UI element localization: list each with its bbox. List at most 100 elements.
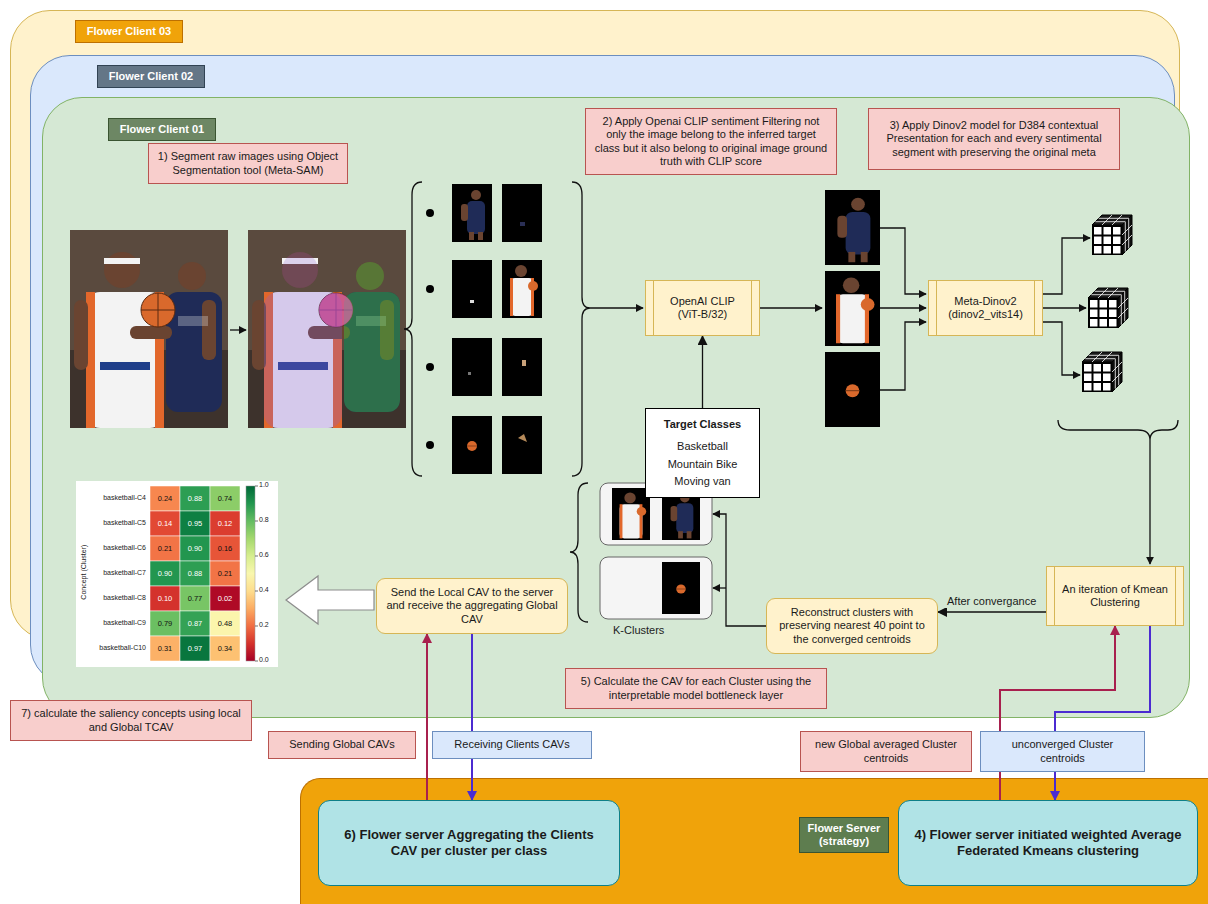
cell-value: 0.16 — [210, 544, 240, 553]
label-anchor: 0.4 — [259, 586, 269, 594]
flow-arrow — [880, 322, 926, 390]
cluster-group — [600, 483, 712, 545]
flow-arrow — [590, 308, 822, 309]
axis-title: Concept (Cluster) — [80, 537, 88, 607]
heatmap — [150, 611, 180, 636]
heatmap — [210, 536, 240, 561]
row-label: basketball-C10 — [84, 644, 146, 652]
label-anchor: 1.0 — [259, 481, 269, 489]
segmented-photo — [344, 292, 400, 412]
group-caption: K-Clusters — [613, 624, 664, 637]
panel-title: Flower Client 01 — [108, 118, 216, 141]
flow-arrow — [230, 330, 246, 331]
box-text: Moving van — [674, 475, 730, 488]
flow-arrow — [880, 228, 926, 294]
bracket — [572, 182, 590, 476]
connector — [702, 336, 703, 408]
label-anchor: basketball-C6 — [84, 544, 146, 552]
process-rule — [936, 281, 937, 335]
cell-value: 0.02 — [210, 594, 240, 603]
segment-thumbnails — [426, 285, 434, 293]
heatmap — [210, 611, 240, 636]
heatmap — [180, 611, 210, 636]
segment-thumbnails — [426, 441, 434, 449]
heatmap — [150, 561, 180, 586]
heatmap — [255, 556, 258, 557]
label-anchor: basketball-C7 — [84, 569, 146, 577]
heatmap — [150, 636, 180, 661]
label-anchor: basketball-C5 — [84, 519, 146, 527]
heatmap — [255, 591, 258, 592]
flow-arrow — [590, 307, 643, 308]
cluster-group — [676, 585, 686, 594]
box-text: An iteration of Kmean Clustering — [1062, 583, 1168, 609]
segment-thumbnails — [452, 184, 492, 242]
heatmap — [210, 561, 240, 586]
text-stack: Send the Local CAV to the server and rec… — [385, 586, 559, 626]
source-photo — [70, 230, 228, 428]
text-stack: An iteration of Kmean Clustering — [1062, 583, 1168, 609]
flow-arrow — [880, 228, 1090, 390]
flow-label-box: Receiving Clients CAVs — [432, 731, 592, 759]
segment-thumbnails — [510, 265, 538, 316]
heatmap — [255, 521, 258, 522]
filtered-segments — [846, 384, 860, 397]
label-anchor: 0.21 — [150, 544, 180, 553]
segment-thumbnails — [468, 372, 471, 375]
box-text: OpenAI CLIP (ViT-B/32) — [661, 295, 744, 321]
label-anchor: 0.88 — [180, 569, 210, 578]
box-text: Meta-Dinov2 (dinov2_vits14) — [944, 295, 1027, 321]
box-text: new Global averaged Cluster centroids — [808, 738, 964, 764]
segment-thumbnails — [502, 260, 542, 318]
server-panel: Flower Server (strategy)6) Flower server… — [300, 778, 1208, 904]
filtered-segments — [825, 271, 880, 346]
flow-arrow — [713, 587, 726, 588]
box-text: unconverged Cluster centroids — [988, 738, 1137, 764]
box-text: 3) Apply Dinov2 model for D384 contextua… — [876, 119, 1112, 159]
bracket — [404, 182, 422, 476]
panel-title: Flower Client 03 — [75, 20, 183, 43]
source-photo — [70, 230, 228, 428]
cluster-group — [671, 493, 694, 538]
heatmap — [150, 586, 180, 611]
cluster-group — [620, 493, 647, 539]
embedding-cube — [1092, 215, 1132, 255]
box-text: 2) Apply Openai CLIP sentiment Filtering… — [593, 115, 829, 168]
segment-thumbnails — [426, 209, 434, 217]
heatmap — [180, 561, 210, 586]
segment-thumbnails — [452, 416, 492, 474]
label-anchor: basketball-C10 — [84, 644, 146, 652]
flow-arrow — [760, 307, 822, 308]
text-stack: 5) Calculate the CAV for each Cluster us… — [573, 675, 819, 701]
segmented-photo — [264, 252, 400, 428]
flow-arrow — [1043, 238, 1090, 294]
row-label: basketball-C6 — [84, 544, 146, 552]
segment-thumbnails — [470, 300, 474, 303]
heatmap — [255, 626, 258, 627]
segment-thumbnails — [426, 184, 542, 474]
label-anchor: basketball-C8 — [84, 594, 146, 602]
connector — [938, 611, 1046, 612]
process-rule — [751, 281, 752, 335]
step-note: 5) Calculate the CAV for each Cluster us… — [565, 668, 827, 709]
bracket — [570, 483, 588, 622]
cell-value: 0.87 — [180, 619, 210, 628]
label-anchor: 0.87 — [180, 619, 210, 628]
edge-label-anchor: After convergance — [945, 595, 1038, 608]
segment-thumbnails — [461, 190, 485, 240]
label-anchor: 0.6 — [259, 551, 269, 559]
hollow-arrow — [286, 576, 374, 624]
filtered-segments — [825, 190, 880, 427]
cell-value: 0.31 — [150, 644, 180, 653]
segment-thumbnails — [502, 184, 542, 242]
cluster-group — [620, 493, 647, 539]
text-stack: Sending Global CAVs — [276, 738, 408, 751]
flow-arrow — [1043, 307, 1086, 308]
label-anchor: 0.34 — [210, 644, 240, 653]
cluster-group — [600, 483, 712, 619]
text-stack: Meta-Dinov2 (dinov2_vits14) — [944, 295, 1027, 321]
bracket — [1058, 420, 1178, 564]
connector — [471, 634, 473, 800]
label-anchor: 0.90 — [150, 569, 180, 578]
filtered-segments — [825, 352, 880, 427]
